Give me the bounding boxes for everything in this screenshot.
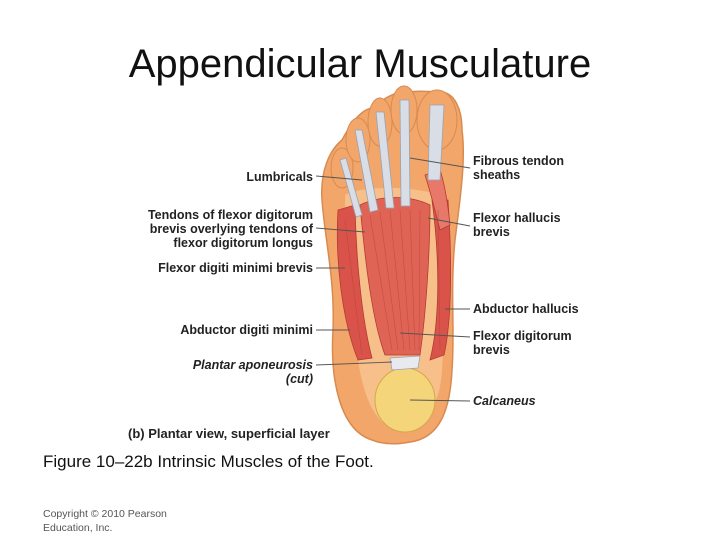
label-flexor-digiti-minimi-brevis: Flexor digiti minimi brevis	[158, 261, 313, 275]
tendon-little	[339, 157, 363, 218]
leader-plantar	[315, 361, 393, 366]
plantar-aponeurosis	[389, 355, 421, 371]
label-flexor-digitorum-brevis-line2: brevis	[473, 343, 510, 357]
label-tendons-line3: flexor digitorum longus	[173, 236, 313, 250]
label-fibrous-line2: sheaths	[473, 168, 521, 182]
label-calcaneus: Calcaneus	[473, 394, 536, 408]
label-flexor-digitorum-brevis-line1: Flexor digitorum	[473, 329, 572, 343]
figure-view-label: (b) Plantar view, superficial layer	[128, 426, 330, 441]
leader-lumbricals	[315, 175, 363, 181]
flexor-hallucis-brevis-muscle	[424, 169, 451, 231]
label-flexor-hallucis-brevis-line1: Flexor hallucis	[473, 211, 561, 225]
label-lumbricals: Lumbricals	[246, 170, 313, 184]
abductor-hallucis-muscle	[429, 199, 452, 361]
leader-fhb	[427, 217, 471, 227]
label-abductor-hallucis: Abductor hallucis	[473, 302, 579, 316]
abductor-digiti-minimi-muscle	[336, 204, 373, 361]
label-fibrous-line1: Fibrous tendon	[473, 154, 564, 168]
figure-caption: Figure 10–22b Intrinsic Muscles of the F…	[43, 452, 374, 471]
label-tendons-line1: Tendons of flexor digitorum	[147, 208, 313, 222]
leader-fibrous	[409, 157, 471, 169]
leader-tendons	[315, 227, 366, 233]
tendon-fourth	[354, 129, 379, 213]
label-plantar-aponeurosis-line2: (cut)	[285, 372, 313, 386]
copyright-notice: Copyright © 2010 Pearson Education, Inc.	[43, 508, 167, 534]
leader-fdb	[399, 332, 471, 338]
tendon-third	[375, 111, 395, 209]
label-plantar-aponeurosis-line1: Plantar aponeurosis	[192, 358, 313, 372]
label-abductor-digiti-minimi: Abductor digiti minimi	[180, 323, 313, 337]
tendon-second	[399, 99, 411, 207]
label-tendons-line2: brevis overlying tendons of	[149, 222, 313, 236]
slide-title: Appendicular Musculature	[128, 42, 592, 86]
leader-calcaneus	[409, 399, 471, 402]
label-flexor-hallucis-brevis-line2: brevis	[473, 225, 510, 239]
